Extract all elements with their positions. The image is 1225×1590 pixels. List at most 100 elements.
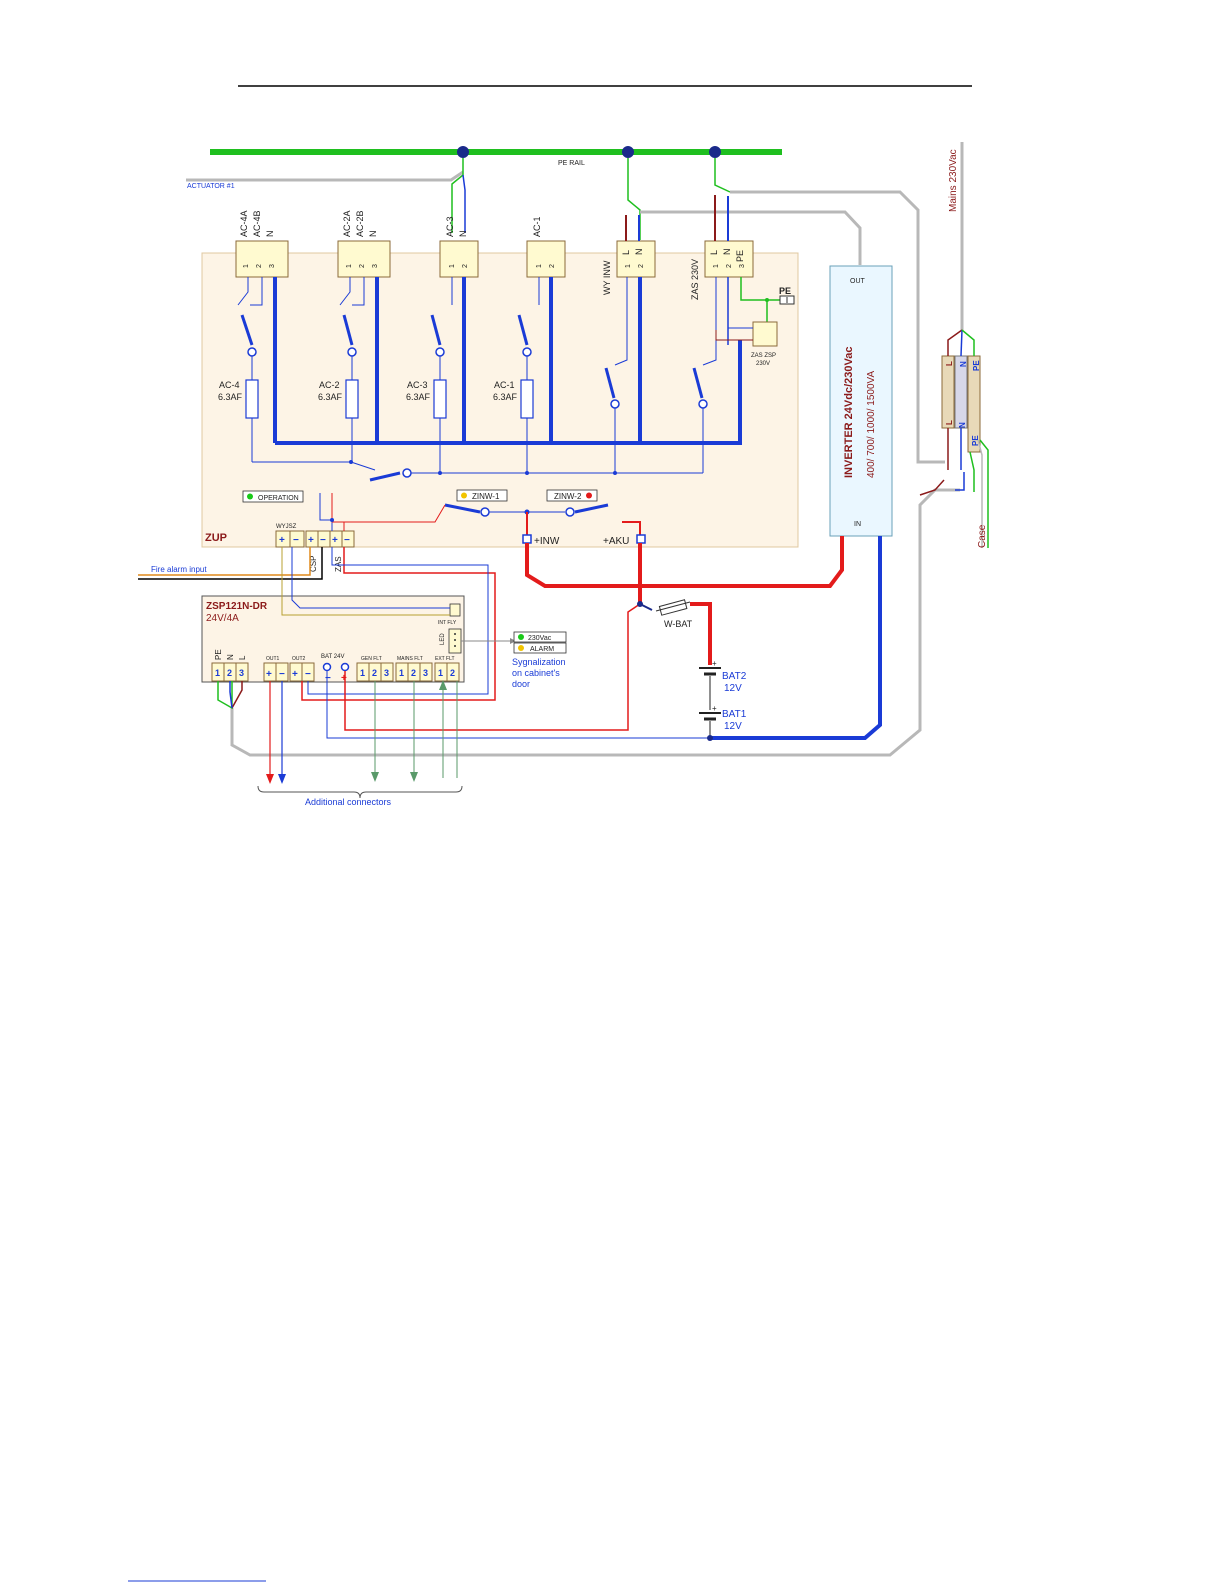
additional-connectors-label: Additional connectors xyxy=(305,797,392,807)
mains-n-wire xyxy=(960,329,963,357)
svg-text:N: N xyxy=(722,249,732,256)
svg-text:230V: 230V xyxy=(756,361,770,367)
inverter xyxy=(829,265,893,537)
zas-red-wire xyxy=(301,547,496,701)
connector-ac4: 1 2 3 AC-4A AC-4B N xyxy=(235,210,289,278)
svg-text:AC-2B: AC-2B xyxy=(355,210,365,237)
svg-text:OUT1: OUT1 xyxy=(266,656,280,662)
svg-text:PE: PE xyxy=(779,286,791,296)
svg-text:−: − xyxy=(320,535,326,546)
svg-text:2: 2 xyxy=(638,264,645,268)
connector-ac3: 1 2 AC-3 N xyxy=(439,216,479,278)
svg-text:ZAS: ZAS xyxy=(334,556,343,572)
svg-text:ALARM: ALARM xyxy=(530,646,554,653)
svg-text:OPERATION: OPERATION xyxy=(258,495,299,502)
connector-ac2: 1 2 3 AC-2A AC-2B N xyxy=(337,210,391,278)
svg-text:AC-3: AC-3 xyxy=(407,380,428,390)
svg-text:2: 2 xyxy=(462,264,469,268)
psu-pe-wire xyxy=(217,681,233,710)
psu-n-wire xyxy=(229,681,233,709)
svg-text:12V: 12V xyxy=(724,721,742,732)
zinw1-led: ZINW-1 xyxy=(456,489,508,502)
connector-wy-inw: 1 2 L N WY INW xyxy=(602,240,656,295)
plus-inw-terminal xyxy=(522,534,532,544)
svg-text:ZAS 230V: ZAS 230V xyxy=(690,259,700,300)
svg-text:PE: PE xyxy=(214,649,223,660)
actuator-pe-wire xyxy=(451,158,464,233)
mains-label: Mains 230Vac xyxy=(948,149,959,212)
int-fly-label: INT FLY xyxy=(438,620,457,626)
terminal-top-l: L xyxy=(945,361,954,366)
svg-text:12V: 12V xyxy=(724,683,742,694)
svg-text:AC-2: AC-2 xyxy=(319,380,340,390)
zas-pe-branch: PE ZAS ZSP 230V xyxy=(715,277,795,367)
svg-text:AC-4: AC-4 xyxy=(219,380,240,390)
svg-text:3: 3 xyxy=(239,668,244,678)
svg-text:+: + xyxy=(279,535,285,546)
svg-text:6.3AF: 6.3AF xyxy=(218,392,243,402)
zinw-switches xyxy=(340,503,641,537)
svg-text:L: L xyxy=(621,250,631,255)
svg-text:2: 2 xyxy=(450,668,455,678)
svg-text:3: 3 xyxy=(739,264,746,268)
svg-text:AC-1: AC-1 xyxy=(494,380,515,390)
terminal-bottom-pe: PE xyxy=(971,435,980,446)
led-label: LED xyxy=(440,633,446,645)
int-fly-wire xyxy=(281,547,450,616)
mains-pe-wire xyxy=(961,329,975,356)
zas-blue-wire xyxy=(307,547,489,695)
inverter-title: INVERTER 24Vdc/230Vac xyxy=(843,347,855,478)
pe-rail-node xyxy=(709,146,721,158)
svg-text:+: + xyxy=(308,535,314,546)
svg-text:1: 1 xyxy=(360,668,365,678)
psu-title: ZSP121N-DR xyxy=(206,601,268,612)
svg-text:−: − xyxy=(325,673,331,684)
svg-text:AC-2A: AC-2A xyxy=(342,210,352,237)
svg-text:+: + xyxy=(292,669,298,680)
inverter-ratings: 400/ 700/ 1000/ 1500VA xyxy=(866,371,877,478)
svg-text:GEN FLT: GEN FLT xyxy=(361,656,382,662)
inverter-out-cable xyxy=(640,210,862,265)
fire-alarm-label: Fire alarm input xyxy=(151,565,207,574)
main-switch xyxy=(369,471,401,482)
svg-text:1: 1 xyxy=(243,264,250,268)
branch-ac4: AC-4 6.3AF xyxy=(218,277,351,463)
svg-text:1: 1 xyxy=(536,264,543,268)
psu-subtitle: 24V/4A xyxy=(206,613,239,624)
actuator-cable xyxy=(186,170,464,182)
inverter-minus-wire xyxy=(710,536,882,740)
inverter-plus-wire xyxy=(525,536,844,588)
inverter-output-cable xyxy=(730,190,945,464)
case-wire xyxy=(979,439,989,548)
svg-text:3: 3 xyxy=(372,264,379,268)
svg-text:Sygnalization: Sygnalization xyxy=(512,657,566,667)
svg-text:BAT1: BAT1 xyxy=(722,709,747,720)
actuator-n-wire xyxy=(462,174,466,233)
svg-text:6.3AF: 6.3AF xyxy=(493,392,518,402)
svg-text:PE: PE xyxy=(735,250,745,262)
case-grey xyxy=(977,439,983,548)
svg-text:ZAS ZSP: ZAS ZSP xyxy=(751,353,776,359)
svg-text:AC-4A: AC-4A xyxy=(239,210,249,237)
operation-led: OPERATION xyxy=(242,490,304,503)
strip-l-psu xyxy=(919,479,945,496)
svg-text:2: 2 xyxy=(411,668,416,678)
psu-supply-cable xyxy=(230,488,960,757)
svg-text:1: 1 xyxy=(713,264,720,268)
svg-text:door: door xyxy=(512,679,530,689)
svg-text:AC-4B: AC-4B xyxy=(252,210,262,237)
branch-ac2: AC-2 6.3AF xyxy=(318,277,365,464)
terminal-bottom-l: L xyxy=(945,420,954,425)
switch-zas xyxy=(692,277,717,473)
svg-text:2: 2 xyxy=(359,264,366,268)
bat-plus-wire xyxy=(344,603,641,731)
svg-text:−: − xyxy=(305,669,311,680)
plus-inw-label: +INW xyxy=(534,536,560,547)
svg-text:+: + xyxy=(341,673,347,684)
pe-drop-wire xyxy=(714,158,731,193)
terminal-bottom-n: N xyxy=(958,422,967,428)
svg-text:on cabinet's: on cabinet's xyxy=(512,668,560,678)
connector-zas-230v: 1 2 3 L N PE ZAS 230V xyxy=(690,240,754,300)
svg-text:3: 3 xyxy=(269,264,276,268)
svg-text:1: 1 xyxy=(399,668,404,678)
